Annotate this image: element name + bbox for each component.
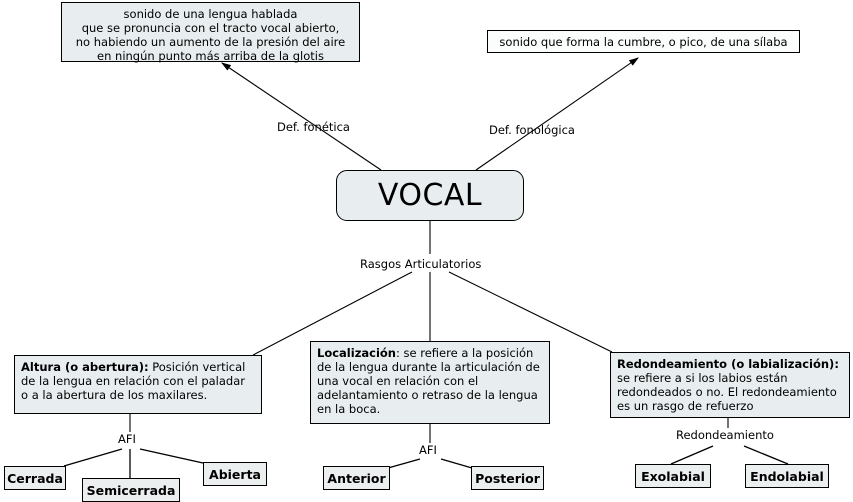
branch-heading-altura: Altura (o abertura):	[21, 360, 149, 374]
leaf-endolabial[interactable]: Endolabial	[745, 464, 829, 488]
edge-afi-to-abierta	[139, 448, 204, 464]
definition-box-phonetic[interactable]: sonido de una lengua hablada que se pron…	[61, 2, 360, 63]
leaf-cerrada-label: Cerrada	[7, 470, 63, 486]
edge-vocal-to-phonetic	[221, 62, 382, 171]
branch-body-redondeamiento: se refiere a si los labios están redonde…	[617, 371, 837, 413]
phonological-line-1: sonido que forma la cumbre, o pico, de u…	[499, 34, 788, 49]
edge-sub-to-exolabial	[670, 445, 714, 465]
leaf-endolabial-label: Endolabial	[750, 468, 824, 484]
branch-heading-redondeamiento: Redondeamiento (o labialización):	[617, 357, 839, 371]
leaf-semicerrada[interactable]: Semicerrada	[82, 478, 180, 502]
edge-rasgos-to-redondeamiento	[448, 271, 613, 353]
branch-body-altura: Posición vertical de la lengua en relaci…	[21, 360, 246, 402]
leaf-anterior-label: Anterior	[327, 470, 386, 486]
concept-node-vocal-label: VOCAL	[377, 178, 483, 213]
sub-label-altura-afi: AFI	[118, 432, 136, 446]
leaf-cerrada[interactable]: Cerrada	[4, 466, 66, 490]
edge-sub-to-endolabial	[743, 445, 789, 465]
link-label-rasgos-articulatorios: Rasgos Articulatorios	[360, 257, 482, 271]
branch-box-altura[interactable]: Altura (o abertura): Posición vertical d…	[14, 355, 262, 414]
leaf-posterior[interactable]: Posterior	[471, 466, 544, 490]
definition-box-phonological[interactable]: sonido que forma la cumbre, o pico, de u…	[487, 30, 800, 53]
sub-label-localizacion-afi: AFI	[419, 443, 437, 457]
leaf-semicerrada-label: Semicerrada	[86, 482, 176, 498]
link-label-def-fonetica: Def. fonética	[277, 120, 350, 134]
edge-afi-to-cerrada	[63, 448, 123, 467]
sub-label-redondeamiento: Redondeamiento	[676, 428, 774, 442]
edge-afi-to-anterior	[387, 458, 421, 469]
leaf-anterior[interactable]: Anterior	[323, 466, 390, 490]
leaf-exolabial-label: Exolabial	[641, 468, 705, 484]
leaf-exolabial[interactable]: Exolabial	[635, 464, 711, 488]
phonetic-line-3: no habiendo un aumento de la presión del…	[75, 35, 346, 49]
branch-heading-localizacion: Localización	[317, 346, 396, 360]
phonetic-line-1: sonido de una lengua hablada	[123, 7, 298, 21]
phonetic-line-4: en ningún punto más arriba de la glotis	[97, 49, 324, 63]
edge-vocal-to-phonological	[475, 57, 639, 171]
leaf-abierta-label: Abierta	[209, 466, 261, 482]
concept-node-vocal[interactable]: VOCAL	[336, 170, 524, 221]
link-label-def-fonologica: Def. fonológica	[489, 123, 575, 137]
leaf-posterior-label: Posterior	[475, 470, 540, 486]
leaf-abierta[interactable]: Abierta	[203, 462, 267, 486]
branch-box-redondeamiento[interactable]: Redondeamiento (o labialización): se ref…	[610, 352, 850, 418]
branch-box-localizacion[interactable]: Localización: se refiere a la posición d…	[310, 341, 550, 424]
edge-afi-to-posterior	[440, 458, 473, 469]
phonetic-line-2: que se pronuncia con el tracto vocal abi…	[81, 21, 340, 35]
branch-body-localizacion: : se refiere a la posición de la lengua …	[317, 346, 540, 416]
